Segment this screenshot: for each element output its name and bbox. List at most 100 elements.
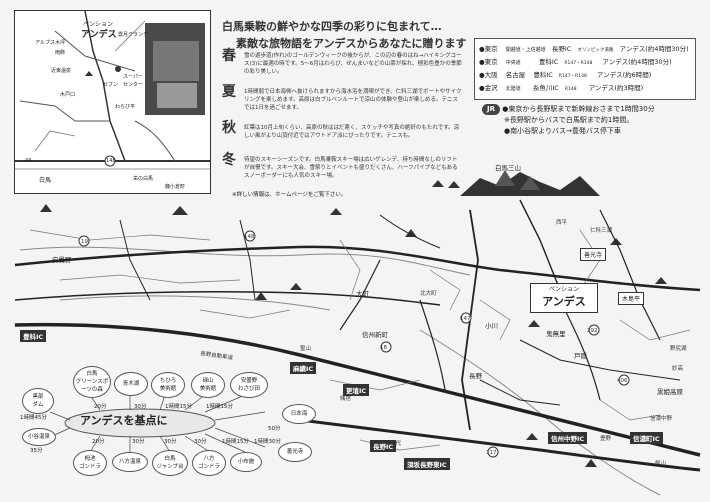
route-from: ●東京 xyxy=(479,58,498,66)
inset-label-kiba: 木戸口 xyxy=(60,92,76,98)
label-ogawa: 小川 xyxy=(485,321,498,330)
time-bottom-3: 30分 xyxy=(194,439,207,445)
season-summer: 夏 1時間弱で日本海側へ抜けられますから海水浴を満喫ができ、仁科三湖でボートやサ… xyxy=(222,84,462,112)
node-kurobe: 黒部ダム xyxy=(22,388,54,414)
route-dest: アンデス(約6時間) xyxy=(596,71,652,79)
inset-label-hijiri: 雨飾 xyxy=(55,50,66,56)
season-autumn: 秋 紅葉は10月上旬くらい、高原の秋ははだ寒く、スケッチや写真の絶好のもたれです… xyxy=(222,120,462,140)
headline: 白馬乗鞍の鮮やかな四季の彩りに包まれて… 素敵な旅物語をアンデスからあなたに贈り… xyxy=(222,18,467,52)
season-winter-text: 待望のスキーシーズンです。白馬乗鞍スキー場は広いゲレンデ、持ち時間なしのリフトが… xyxy=(244,157,458,179)
inset-road-layer xyxy=(15,11,210,170)
season-summer-text: 1時間弱で日本海側へ抜けられますから海水浴を満喫ができ、仁科三湖でボートやサイク… xyxy=(244,89,462,111)
inset-pension-small: ペンション xyxy=(83,21,114,28)
inset-label-kamui: 栄の白馬 xyxy=(133,176,154,182)
label-azumino: 安曇野 xyxy=(52,255,72,264)
ic-shinano: 信濃町IC xyxy=(630,432,663,444)
node-happo-gondola: 八方ゴンドラ xyxy=(192,450,226,476)
ic-suzaka: 須坂長野東IC xyxy=(404,458,450,470)
node-jump: 白馬ジャンプ台 xyxy=(152,450,188,476)
node-obuse: 小布施 xyxy=(230,452,262,472)
inset-north-label: 鹿小倉町 xyxy=(165,184,186,190)
label-shinshu-shinmachi: 信州新町 xyxy=(362,330,389,339)
inset-pension-name: アンデス xyxy=(81,30,117,40)
route-from: ●大阪 xyxy=(479,71,498,79)
route-mid2: 豊科IC xyxy=(538,58,559,66)
label-nishidaira: 西平 xyxy=(556,219,568,226)
inset-label-warabi: わらび平 xyxy=(115,104,136,110)
time-bottom-0: 20分 xyxy=(92,439,105,445)
season-summer-key: 夏 xyxy=(222,84,236,100)
label-kinasa: 鬼無里 xyxy=(546,329,566,338)
route-row-1: ●東京 関越道・上信越道 長野IC オリンピック道路 アンデス(約4時間30分) xyxy=(479,43,689,53)
route-mid2: 糸魚川IC xyxy=(532,84,559,92)
label-nojiri: 野尻湖 xyxy=(670,344,687,352)
inset-label-store: スーパー xyxy=(123,74,143,80)
node-otari-onsen: 小谷温泉 xyxy=(22,428,56,446)
inset-locator-map: ペンション アンデス 雲月グランデ アルプス木坪 雨飾 近東温泉 スーパー セブ… xyxy=(14,10,211,194)
route-148-label: 148 xyxy=(244,234,255,240)
node-wasabi: 安曇野わさび田 xyxy=(230,372,268,398)
ic-nagano: 長野IC xyxy=(370,440,397,452)
inset-label-hakuba: 白馬 xyxy=(39,177,52,184)
label-togakushi: 戸隠 xyxy=(574,351,588,360)
time-right2: 1時間30分 xyxy=(254,439,281,445)
route-mid1: 中央道 xyxy=(505,60,521,66)
route-box: ●東京 関越道・上信越道 長野IC オリンピック道路 アンデス(約4時間30分)… xyxy=(474,38,696,100)
headline-line1: 白馬乗鞍の鮮やかな四季の彩りに包まれて… xyxy=(222,20,442,33)
label-obasute: 姨捨 xyxy=(340,394,352,402)
time-left2: 35分 xyxy=(30,448,43,454)
node-aokiko: 青木湖 xyxy=(114,372,148,396)
ic-shinshu-nakano: 信州中野IC xyxy=(548,432,588,444)
node-happo-onsen: 八方温泉 xyxy=(112,452,148,472)
label-kitaoomachi: 北大町 xyxy=(420,289,437,297)
route-mid1: 関越道・上信越道 xyxy=(505,47,546,53)
inset-route2-number: 43 xyxy=(25,158,32,164)
time-left: 1時間45分 xyxy=(20,415,47,421)
label-zenkoji-box: 善光寺 xyxy=(580,248,607,261)
rivers xyxy=(19,246,661,496)
season-autumn-text: 紅葉は10月上旬くらい、高原の秋ははだ寒く、スケッチや写真の絶好のもたれです。涼… xyxy=(244,125,460,139)
time-top-0: 20分 xyxy=(94,404,107,410)
route-via: R147・R148 xyxy=(558,74,587,79)
label-omachi: 大町 xyxy=(356,289,370,298)
label-hakuba-sanzan: 白馬三山 xyxy=(495,163,521,172)
map-pension-small: ペンション xyxy=(548,286,579,293)
label-toyono: 豊野 xyxy=(600,434,612,442)
season-winter-key: 冬 xyxy=(222,152,236,168)
label-kurohime: 黒姫高原 xyxy=(657,387,684,396)
route-19-label: 19 xyxy=(81,239,88,245)
route-via: R148 xyxy=(564,87,577,92)
route-mid2: 長野IC xyxy=(551,45,572,53)
inset-label-kirara: 雲月グランデ xyxy=(118,32,149,38)
node-zenkoji: 善光寺 xyxy=(278,442,312,462)
jr-line2: ※長野駅からバスで白馬駅まで約1時間。 xyxy=(504,116,634,124)
route-mid2: 豊科IC xyxy=(533,71,553,79)
route-row-2: ●東京 中央道 豊科IC R147・R148 アンデス(約4時間30分) xyxy=(479,56,672,66)
route-via: オリンピック道路 xyxy=(577,48,614,53)
season-spring-key: 春 xyxy=(222,48,236,64)
map-pension-name: アンデス xyxy=(542,295,586,308)
time-bottom-1: 30分 xyxy=(132,439,145,445)
route-147-label: 147 xyxy=(460,316,471,322)
note: ※詳しい情報は、ホームページをご覧下さい。 xyxy=(232,192,347,198)
inset-label-seven: セブン xyxy=(103,82,119,88)
route-row-4: ●金沢 北陸道 糸魚川IC R148 アンデス(約3時間) xyxy=(479,82,643,92)
headline-line2: 素敵な旅物語をアンデスからあなたに贈ります xyxy=(236,37,467,50)
time-bottom-2: 30分 xyxy=(164,439,177,445)
route-dest: アンデス(約3時間) xyxy=(588,84,644,92)
season-autumn-key: 秋 xyxy=(222,120,236,136)
inset-label-ikedaru: アルプス木坪 xyxy=(35,40,65,46)
route-from: ●東京 xyxy=(479,45,498,53)
label-ii: 飯山 xyxy=(655,459,666,467)
node-hakuba-green: 白馬グリーンスポーツの森 xyxy=(73,366,111,398)
label-nagano: 長野 xyxy=(469,372,483,380)
label-shinanonakano: 信濃中野 xyxy=(650,414,673,422)
route-292-label: 292 xyxy=(587,328,598,334)
ic-koshoku: 更埴IC xyxy=(343,384,370,396)
season-spring: 春 雪の遊歩道(作れ)のゴールデンウィークの後からが、この辺の春のはね→ハイキン… xyxy=(222,48,462,76)
jr-access: JR ●東京から長野駅まで新幹線おさまで1時間30分 ※長野駅からバスで白馬駅ま… xyxy=(482,104,655,137)
ic-azumino: 麻績IC xyxy=(290,362,317,374)
map-pension-label: ペンション アンデス xyxy=(530,283,598,313)
